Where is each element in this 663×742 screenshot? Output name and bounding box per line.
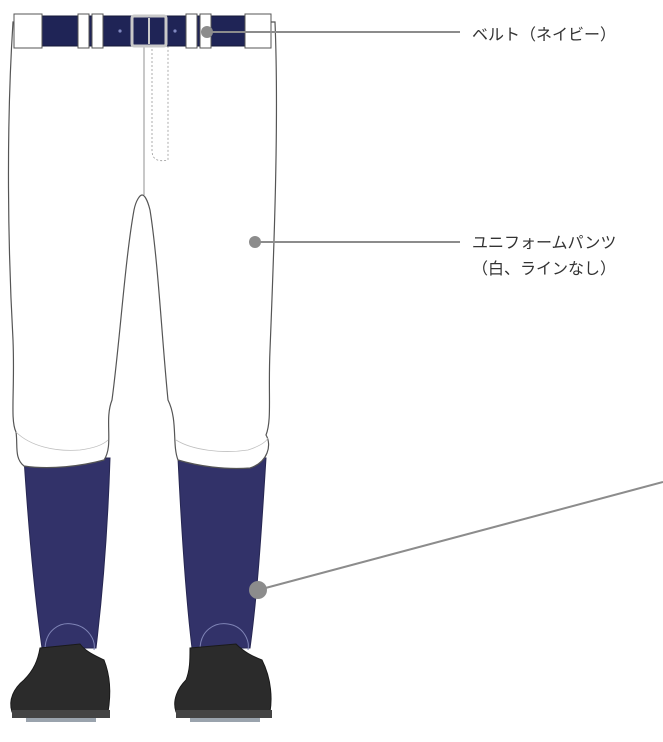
uniform-pants [7,21,278,470]
belt-hole [118,29,122,33]
pants-body [7,21,278,470]
belt-label-text: ベルト（ネイビー） [472,25,617,44]
pants-leader-dot [249,236,261,248]
belt [13,13,272,49]
belt-label: ベルト（ネイビー） [472,22,616,48]
belt-leader-dot [201,26,213,38]
pants-label-line1: ユニフォームパンツ [472,233,617,252]
belt-loop-2 [91,13,104,49]
right-sock [177,457,267,649]
right-knee-gather [175,437,269,452]
socks-leader-dot [249,581,267,599]
belt-loop-1 [77,13,90,49]
left-sock [23,457,111,649]
right-spikes [190,718,260,722]
socks [23,457,267,651]
belt-buckle [130,14,168,48]
socks-leader-line [257,481,663,591]
fly-stitch [151,45,169,162]
pants-label: ユニフォームパンツ （白、ラインなし） [472,230,616,282]
left-shoe [10,643,111,713]
right-shoe [174,643,272,713]
right-sock-heel-line [199,623,249,651]
belt-loop-3 [185,13,198,49]
left-knee-gather [15,431,109,451]
right-shoe-sole [176,710,272,718]
left-sock-heel-line [44,623,95,651]
belt-hole [173,29,177,33]
leader-lines [201,26,663,599]
pants-label-line2: （白、ラインなし） [472,259,617,278]
waistband-left-end [13,13,43,49]
shoes [10,643,272,722]
left-spikes [26,718,96,722]
left-shoe-sole [12,710,110,718]
